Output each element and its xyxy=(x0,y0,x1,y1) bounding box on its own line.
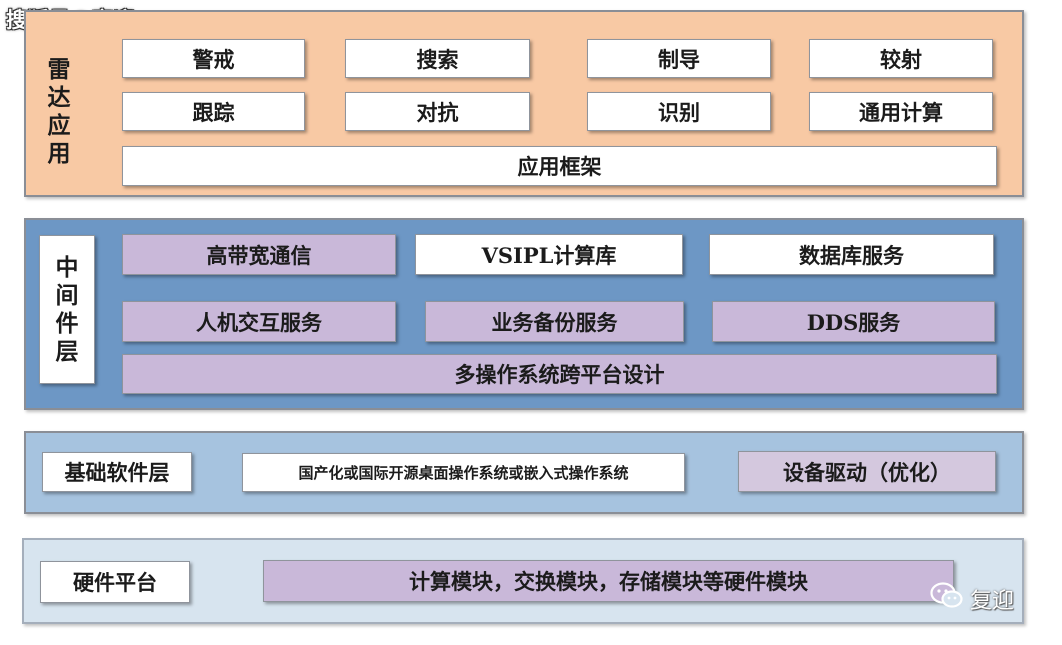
base-software-layer: 基础软件层 国产化或国际开源桌面操作系统或嵌入式操作系统 设备驱动（优化） xyxy=(24,431,1024,514)
label-char: 层 xyxy=(55,337,79,365)
module-hmi-service: 人机交互服务 xyxy=(122,301,396,342)
module-vsipl-library: VSIPL计算库 xyxy=(415,234,683,275)
module-operating-system: 国产化或国际开源桌面操作系统或嵌入式操作系统 xyxy=(242,453,685,492)
wechat-account-name: 复迎 xyxy=(970,589,1015,614)
radar-application-layer: 雷 达 应 用 警戒 搜索 制导 较射 跟踪 对抗 识别 通用计算 应用框架 xyxy=(24,10,1024,197)
module-cross-platform-design: 多操作系统跨平台设计 xyxy=(122,354,997,394)
wechat-icon xyxy=(930,582,964,616)
module-database-service: 数据库服务 xyxy=(709,234,994,275)
module-application-framework: 应用框架 xyxy=(122,146,997,186)
module-search: 搜索 xyxy=(345,39,530,78)
module-alert: 警戒 xyxy=(122,39,305,78)
middleware-label: 中 间 件 层 xyxy=(39,235,95,384)
module-general-computing: 通用计算 xyxy=(809,92,993,131)
label-char: 中 xyxy=(55,253,79,281)
label-char: 达 xyxy=(47,84,71,111)
hardware-platform-label: 硬件平台 xyxy=(40,561,190,603)
module-backup-service: 业务备份服务 xyxy=(425,301,684,342)
middleware-layer: 中 间 件 层 高带宽通信 VSIPL计算库 数据库服务 人机交互服务 业务备份… xyxy=(24,218,1024,410)
module-high-bandwidth-comm: 高带宽通信 xyxy=(122,234,396,275)
label-char: 间 xyxy=(55,281,79,309)
module-device-drivers: 设备驱动（优化） xyxy=(738,451,996,492)
module-dds-service: DDS服务 xyxy=(712,301,995,342)
module-hardware-modules: 计算模块，交换模块，存储模块等硬件模块 xyxy=(263,560,954,602)
label-char: 应 xyxy=(47,112,71,139)
base-software-label: 基础软件层 xyxy=(42,452,192,492)
label-char: 件 xyxy=(55,309,79,337)
module-guidance: 制导 xyxy=(587,39,771,78)
label-char: 用 xyxy=(47,140,71,167)
hardware-platform-layer: 硬件平台 计算模块，交换模块，存储模块等硬件模块 xyxy=(22,538,1024,624)
label-char: 雷 xyxy=(47,56,71,83)
watermark-wechat: 复迎 xyxy=(930,582,1014,616)
module-fire-correction: 较射 xyxy=(809,39,993,78)
module-recognition: 识别 xyxy=(587,92,771,131)
radar-application-label: 雷 达 应 用 xyxy=(37,56,81,168)
module-countermeasure: 对抗 xyxy=(345,92,530,131)
module-tracking: 跟踪 xyxy=(122,92,305,131)
